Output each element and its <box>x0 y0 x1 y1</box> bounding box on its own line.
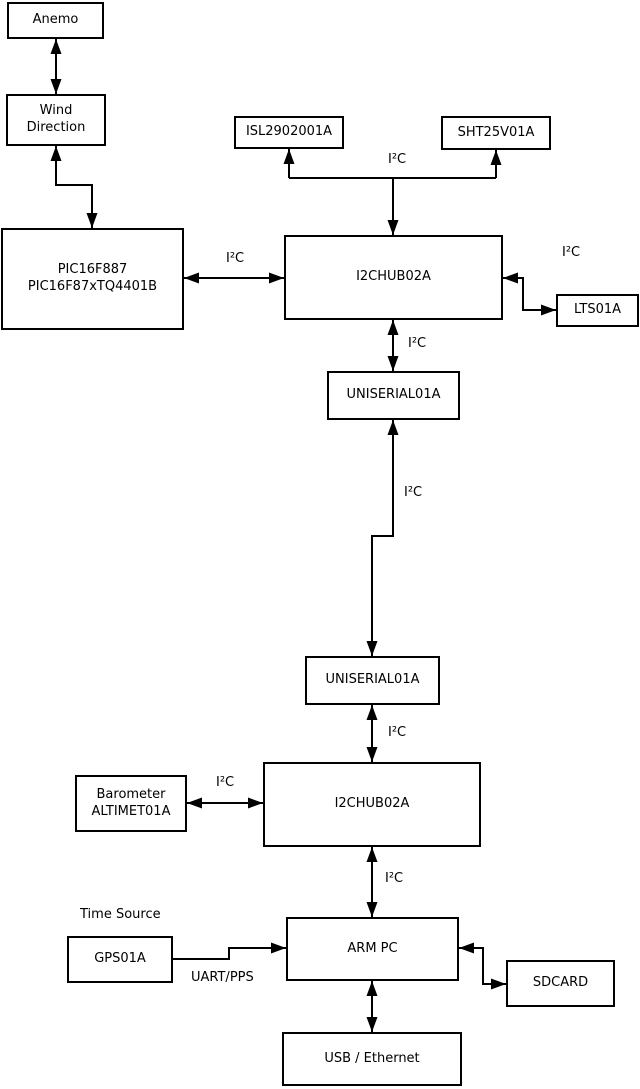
i2c-label-hub1-lts: I²C <box>562 245 581 260</box>
edge-anemo-wind-direction-start-arrowhead <box>50 39 62 54</box>
node-arm-pc: ARM PC <box>286 917 459 981</box>
edge-uniserial2-i2chub2-end-arrowhead <box>366 747 378 762</box>
edge-armpc-sdcard <box>459 947 506 985</box>
node-wind-direction-label: Wind <box>39 103 73 119</box>
edge-wind-direction-pic <box>55 146 93 228</box>
edge-gps-armpc-end-arrowhead <box>271 942 286 954</box>
edge-i2chub1-lts01a-start-arrowhead <box>503 272 518 284</box>
node-sht25v01a: SHT25V01A <box>441 116 551 150</box>
edge-barometer-i2chub2-start-arrowhead <box>187 797 202 809</box>
i2c-label-uniserial-hub2: I²C <box>388 725 407 740</box>
node-i2chub-1-label: I2CHUB02A <box>356 269 431 285</box>
edge-i2chub1-lts01a-end-arrowhead <box>541 304 556 316</box>
i2c-label-hub1-uniserial: I²C <box>408 336 427 351</box>
node-arm-pc-label: ARM PC <box>347 940 398 956</box>
edge-uniserial1-uniserial2-end-arrowhead <box>366 641 378 656</box>
node-sdcard: SDCARD <box>506 960 615 1007</box>
node-uniserial-2-label: UNISERIAL01A <box>325 672 420 688</box>
edge-i2chub1-lts01a <box>503 277 556 311</box>
edge-bus-stem-i2chub1-end-arrowhead <box>387 220 399 235</box>
edge-bus-isl2902001a-end-arrowhead <box>283 149 295 164</box>
edge-armpc-sdcard-end-arrowhead <box>491 978 506 990</box>
edge-barometer-i2chub2-end-arrowhead <box>248 797 263 809</box>
edge-armpc-usb-ethernet-start-arrowhead <box>366 981 378 996</box>
node-lts01a: LTS01A <box>556 294 639 327</box>
node-i2chub-2: I2CHUB02A <box>263 762 481 847</box>
edge-wind-direction-pic-end-arrowhead <box>86 213 98 228</box>
edge-i2chub1-uniserial1-end-arrowhead <box>387 356 399 371</box>
node-anemo-label: Anemo <box>32 12 79 28</box>
time-source-label: Time Source <box>80 907 161 922</box>
edge-armpc-sdcard-start-arrowhead <box>459 942 474 954</box>
node-uniserial-1: UNISERIAL01A <box>327 371 460 420</box>
node-sdcard-label: SDCARD <box>532 975 589 991</box>
node-usb-ethernet-label: USB / Ethernet <box>324 1050 420 1066</box>
node-barometer-label: ALTIMET01A <box>91 803 171 819</box>
edge-uniserial1-uniserial2-start-arrowhead <box>387 420 399 435</box>
i2c-label-pic-hub1: I²C <box>226 251 245 266</box>
node-sht25v01a-label: SHT25V01A <box>457 124 535 140</box>
i2c-label-barometer-hub2: I²C <box>216 775 235 790</box>
edge-i2chub2-armpc-end-arrowhead <box>366 902 378 917</box>
edge-wind-direction-pic-start-arrowhead <box>50 146 62 161</box>
edge-anemo-wind-direction-end-arrowhead <box>50 79 62 94</box>
node-anemo: Anemo <box>7 2 104 39</box>
edge-bus-sht25v01a-end-arrowhead <box>490 150 502 165</box>
node-isl2902001a-label: ISL2902001A <box>245 124 333 140</box>
node-i2chub-1: I2CHUB02A <box>284 235 503 320</box>
i2c-label-bus-top: I²C <box>388 152 407 167</box>
i2c-label-hub2-armpc: I²C <box>385 871 404 886</box>
node-uniserial-1-label: UNISERIAL01A <box>346 387 441 403</box>
node-lts01a-label: LTS01A <box>573 302 622 318</box>
node-isl2902001a: ISL2902001A <box>234 116 344 149</box>
node-pic-mcu-label: PIC16F87xTQ4401B <box>27 279 158 294</box>
node-i2chub-2-label: I2CHUB02A <box>334 796 410 812</box>
edge-armpc-usb-ethernet-end-arrowhead <box>366 1017 378 1032</box>
edge-pic-i2chub1-end-arrowhead <box>269 272 284 284</box>
edge-i2chub1-uniserial1-start-arrowhead <box>387 320 399 335</box>
i2c-label-long-link: I²C <box>404 485 423 500</box>
node-uniserial-2: UNISERIAL01A <box>305 656 440 705</box>
node-gps01a: GPS01A <box>67 936 173 983</box>
edge-uniserial2-i2chub2-start-arrowhead <box>366 705 378 720</box>
edge-gps-armpc <box>173 947 286 960</box>
node-gps01a-label: GPS01A <box>94 951 146 967</box>
node-usb-ethernet: USB / Ethernet <box>282 1032 462 1086</box>
node-pic-mcu-label: PIC16F887 <box>57 262 128 278</box>
edge-pic-i2chub1-start-arrowhead <box>184 272 199 284</box>
node-wind-direction-label: Direction <box>26 120 86 135</box>
node-barometer-label: Barometer <box>96 786 166 802</box>
uart-pps-label: UART/PPS <box>191 970 254 985</box>
edge-uniserial1-uniserial2 <box>371 420 394 656</box>
edge-i2chub2-armpc-start-arrowhead <box>366 847 378 862</box>
